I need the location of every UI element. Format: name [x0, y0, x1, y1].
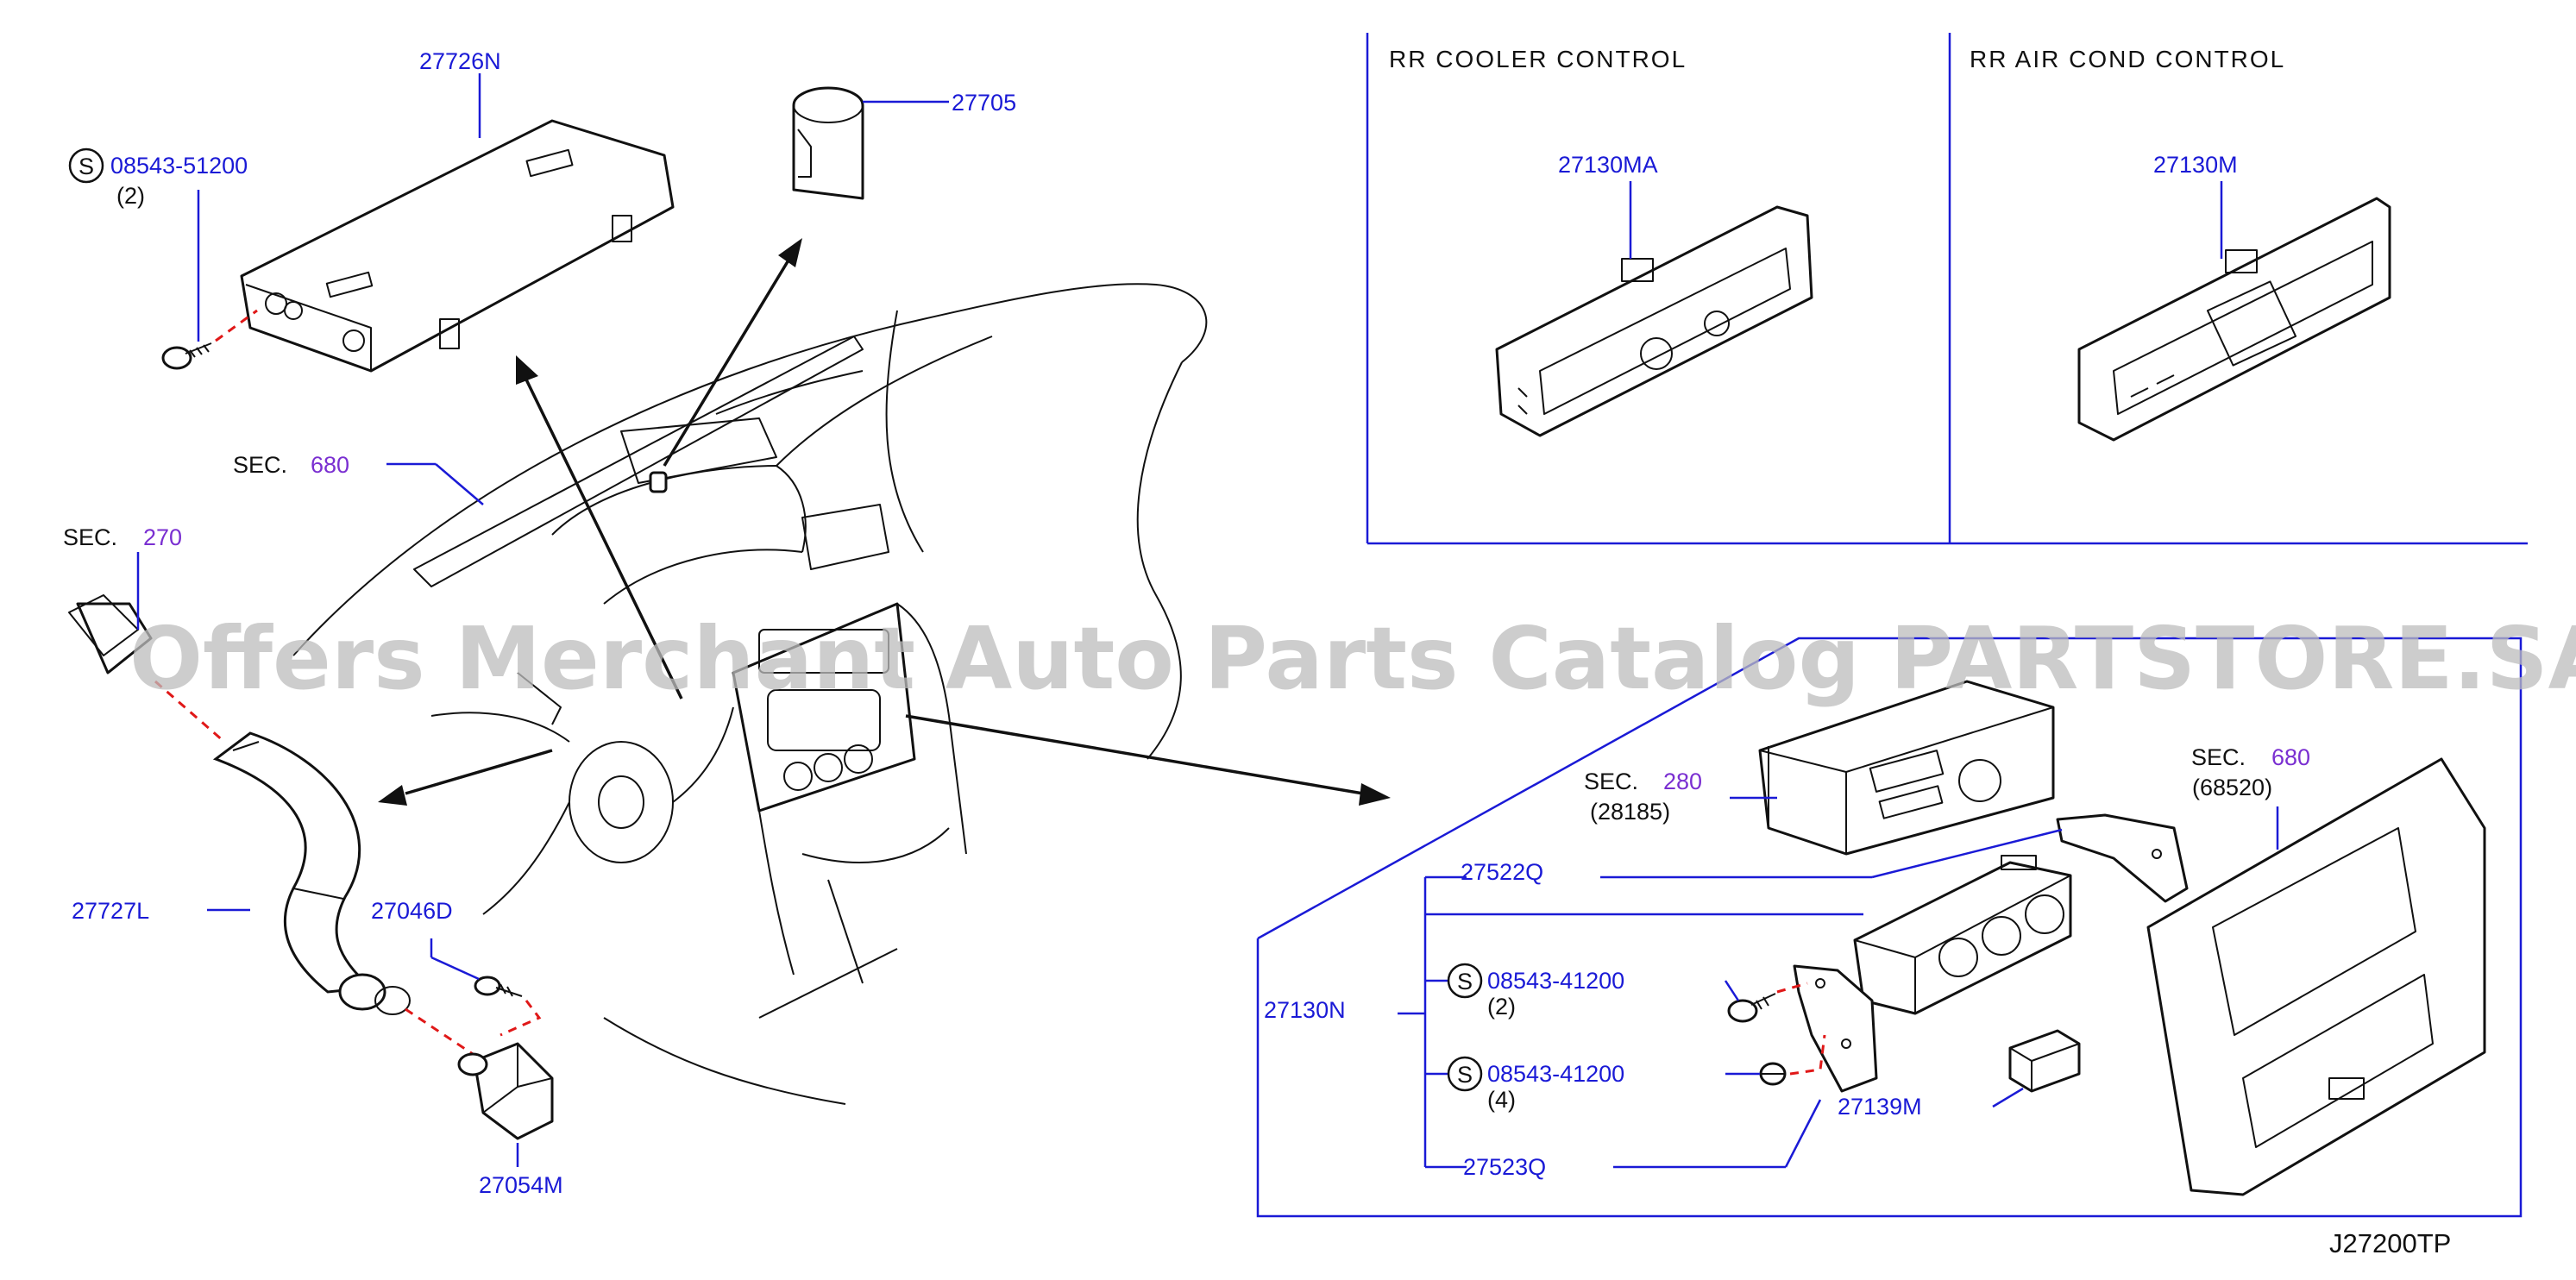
label-sec680-right-num[interactable]: 680	[2271, 744, 2310, 770]
label-sec680-right-sub: (68520)	[2192, 775, 2272, 800]
label-sec680-top-num[interactable]: 680	[311, 452, 349, 478]
finisher-sec680-illustration	[2146, 757, 2486, 1196]
guide-line-screw3	[1789, 1034, 1826, 1076]
label-bolt2-code[interactable]: 08543-41200	[1487, 968, 1624, 994]
watermark-text: Offers Merchant Auto Parts Catalog PARTS…	[129, 608, 2576, 709]
bracket-27523q-illustration	[1793, 964, 1878, 1093]
dashboard-illustration	[292, 283, 1208, 1105]
sensor-27054m-illustration	[457, 1042, 554, 1140]
diagram-code: J27200TP	[2329, 1228, 2451, 1258]
radio-sec280-illustration	[1758, 680, 2055, 856]
label-bolt1-qty: (2)	[116, 183, 145, 209]
panel-title-rr-cooler: RR COOLER CONTROL	[1389, 46, 1687, 72]
label-27705[interactable]: 27705	[952, 90, 1016, 116]
aircond-control-27130m-illustration	[2077, 197, 2391, 442]
rear-control-panels	[1366, 33, 2528, 545]
label-27727l[interactable]: 27727L	[72, 898, 149, 924]
cooler-control-27130ma-illustration	[1495, 205, 1813, 437]
callout-arrows	[378, 238, 1391, 806]
label-sec280-num[interactable]: 280	[1663, 769, 1702, 794]
label-bolt3-qty: (4)	[1487, 1087, 1516, 1113]
svg-text:S: S	[1457, 969, 1473, 995]
switch-27139m-illustration	[2008, 1029, 2081, 1093]
screw-08543-51200-illustration	[161, 342, 212, 370]
leader-lines	[136, 73, 2279, 1169]
module-27726n-illustration	[240, 119, 675, 373]
label-27726n[interactable]: 27726N	[419, 48, 501, 74]
label-bolt3-code[interactable]: 08543-41200	[1487, 1061, 1624, 1087]
label-27139m[interactable]: 27139M	[1838, 1094, 1922, 1120]
guide-line-27046d	[499, 1000, 542, 1037]
label-27130n[interactable]: 27130N	[1264, 997, 1346, 1023]
panel-title-rr-aircond: RR AIR COND CONTROL	[1970, 46, 2285, 72]
label-27522q[interactable]: 27522Q	[1461, 859, 1543, 885]
screws-08543-41200-illustration	[1727, 993, 1787, 1086]
label-bolt2-qty: (2)	[1487, 994, 1516, 1020]
guide-line-screw2	[1776, 982, 1808, 994]
svg-text:S: S	[1457, 1062, 1473, 1088]
hose-27727l-illustration	[68, 594, 411, 1015]
label-sec270-num[interactable]: 270	[143, 524, 182, 550]
label-27523q[interactable]: 27523Q	[1463, 1154, 1546, 1180]
label-27046d[interactable]: 27046D	[371, 898, 453, 924]
label-27130m[interactable]: 27130M	[2153, 152, 2238, 178]
s-symbol-bolt3: S	[1447, 1056, 1483, 1092]
svg-text:S: S	[79, 154, 94, 179]
label-sec270: SEC.	[63, 524, 117, 550]
guide-line-hose-bottom	[405, 1007, 484, 1063]
label-sec680-right: SEC.	[2191, 744, 2246, 770]
label-bolt1-code[interactable]: 08543-51200	[110, 153, 248, 179]
label-sec680-top: SEC.	[233, 452, 287, 478]
right-assembly-frame	[1256, 637, 2523, 1218]
bracket-27522q-illustration	[2056, 813, 2189, 903]
s-symbol-bolt1: S	[68, 147, 104, 184]
label-sec280-sub: (28185)	[1590, 799, 1670, 825]
label-27054m[interactable]: 27054M	[479, 1172, 563, 1198]
ac-control-27130n-illustration	[1853, 855, 2072, 1015]
part-27705-illustration	[792, 86, 864, 200]
screw-27046d-illustration	[474, 976, 523, 997]
label-27130ma[interactable]: 27130MA	[1558, 152, 1658, 178]
guide-line-screw1	[215, 309, 258, 342]
s-symbol-bolt2: S	[1447, 963, 1483, 999]
label-sec280: SEC.	[1584, 769, 1638, 794]
